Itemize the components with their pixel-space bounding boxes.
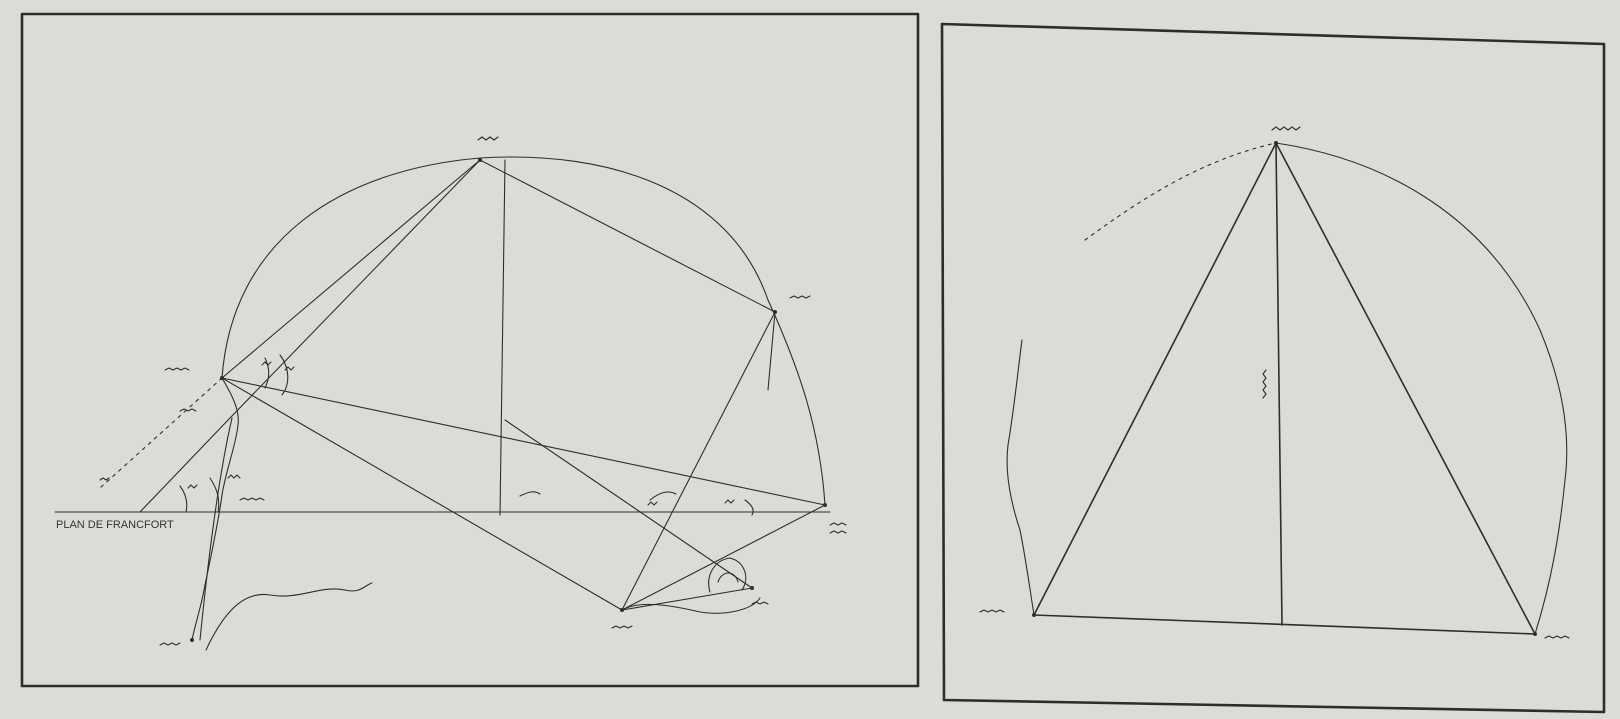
triangle-right-side xyxy=(1275,142,1536,635)
scribble-opisthion xyxy=(829,522,847,534)
frankfort-plane-label: PLAN DE FRANCFORT xyxy=(56,519,174,531)
scribble-angle-d xyxy=(284,366,295,371)
left-panel: PLAN DE FRANCFORT xyxy=(20,12,920,688)
triangle-left-side xyxy=(1033,142,1277,616)
angle-arc-right2 xyxy=(744,499,754,516)
angle-arc-center xyxy=(519,491,541,497)
line-basion-opisthion xyxy=(621,504,826,611)
scribble-dashed xyxy=(99,477,110,481)
point-left-porion xyxy=(1032,613,1036,617)
line-nasion-basion xyxy=(221,377,623,611)
occipital-detail xyxy=(621,597,761,614)
scribble-angle-note xyxy=(239,497,265,501)
point-apex xyxy=(1274,141,1278,145)
point-opisthion xyxy=(823,503,827,507)
scribble-angle-f xyxy=(724,499,735,504)
point-lambda xyxy=(773,310,777,314)
point-nasion xyxy=(220,376,224,380)
scribble-angle-a xyxy=(187,484,198,489)
scribble-lambda xyxy=(789,295,811,299)
scribble-angle-b xyxy=(227,474,241,479)
angle-arc-right1 xyxy=(649,491,677,501)
short-tick-lambda xyxy=(767,311,776,391)
dashed-extension xyxy=(99,377,223,489)
angle-arc-nasion2 xyxy=(279,354,289,396)
triangle-base xyxy=(1033,614,1536,635)
right-panel xyxy=(940,22,1606,714)
scribble-subnasal xyxy=(179,408,197,412)
vertical-line xyxy=(499,159,506,516)
occipital-detail-2 xyxy=(708,557,747,593)
triangle-height xyxy=(1275,142,1283,626)
scribble-bregma xyxy=(477,136,499,141)
skull-outline xyxy=(221,156,826,506)
scribble-height xyxy=(1262,369,1267,399)
right-panel-frame xyxy=(940,22,1606,714)
scribble-angle-e xyxy=(647,501,658,506)
scribble-apex xyxy=(1271,126,1301,131)
scribble-left-porion xyxy=(979,609,1005,613)
left-panel-frame xyxy=(20,12,920,688)
angle-arc-nasion1 xyxy=(264,357,270,389)
line-nasion-opisthion xyxy=(221,377,826,506)
line-to-plane xyxy=(139,417,231,513)
point-bregma xyxy=(478,158,482,162)
scribble-nasion xyxy=(164,367,190,371)
scribble-basion xyxy=(611,625,633,629)
angle-arc-plane1 xyxy=(179,485,188,513)
face-profile xyxy=(191,377,239,641)
left-contour xyxy=(1006,339,1035,616)
line-inner xyxy=(504,419,753,589)
scribble-chin xyxy=(159,642,181,646)
skull-arc-left xyxy=(1084,142,1277,241)
face-profile-inner xyxy=(199,417,233,641)
line-bregma-nasion xyxy=(221,159,481,379)
point-inion xyxy=(750,586,754,590)
point-right-porion xyxy=(1533,632,1537,636)
skull-arc-right xyxy=(1275,142,1568,481)
line-lambda-basion xyxy=(621,311,776,611)
point-chin xyxy=(190,638,194,642)
scribble-angle-c xyxy=(261,361,272,366)
occipital-detail-3 xyxy=(717,572,739,583)
line-bregma-lambda xyxy=(479,159,776,313)
jaw-curve xyxy=(205,582,373,651)
right-contour xyxy=(1534,479,1566,635)
line-basion-inion xyxy=(621,587,753,611)
line-bregma-lower xyxy=(229,159,481,419)
point-basion xyxy=(620,608,624,612)
scribble-inion xyxy=(751,601,769,605)
scribble-right-porion xyxy=(1544,635,1570,639)
